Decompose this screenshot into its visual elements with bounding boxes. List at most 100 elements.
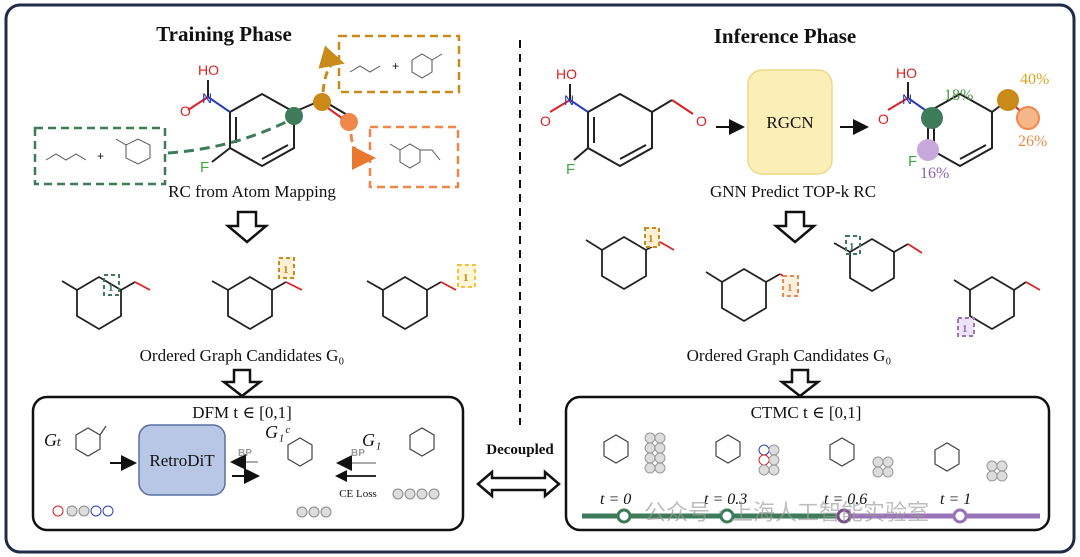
timeline-node-t06 [836,508,852,524]
green-link [167,118,291,155]
ctmc-t1: t = 1 [940,491,971,508]
gt-label: Gₜ [44,430,62,450]
training-ho-label: HO [198,62,219,78]
inference-input-molecule [549,84,694,168]
training-down-arrow-2 [220,368,264,398]
ctmc-label: CTMC t ∈ [0,1] [751,403,862,422]
rgcn-label: RGCN [766,113,813,132]
ctmc-node-grid-t03 [758,444,780,476]
gold-plus: + [392,59,399,73]
pct-orange: 26% [1018,133,1047,150]
inf-candidate-4-box [957,317,975,337]
training-candidate-2 [211,275,303,331]
inference-n-label: N [564,92,574,108]
rc-prob-green [921,107,943,129]
training-candidates-label: Ordered Graph Candidates G₀ [140,346,345,365]
gnn-label: GNN Predict TOP-k RC [710,182,876,201]
ctmc-t0: t = 0 [600,491,631,508]
ctmc-t06: t = 0.6 [824,491,867,508]
green-reactant-sketch [45,138,151,165]
retrodit-label: RetroDiT [149,451,215,470]
inference-out-ho-label: HO [896,65,917,81]
rc-prob-purple [917,139,939,161]
inference-down-arrow-1 [772,210,818,244]
inference-candidate-1 [585,235,675,291]
candidate-2-rank: 1 [283,264,289,276]
candidate-3-rank: 1 [463,272,469,284]
rc-gold-atom [313,93,331,111]
ctmc-t03: t = 0.3 [704,491,747,508]
g1theta-node-row [296,506,332,518]
training-n-label: N [202,90,212,106]
gold-reactant-sketch [349,53,443,79]
pct-green: 18% [944,87,973,104]
training-f-label: F [200,159,209,176]
ce-loss-label: CE Loss [339,488,377,500]
watermark-text: 公众号 · 上海人工智能实验室 [644,501,929,526]
ctmc-node-grid-t06 [872,456,894,478]
orange-reactant-sketch [389,143,441,169]
inference-candidate-2 [705,267,796,323]
dfm-label: DFM t ∈ [0,1] [192,403,291,422]
pct-purple: 16% [920,165,949,182]
bp-label-1: BP [238,448,252,459]
decoupled-arrow [476,469,561,499]
inference-out-n-label: N [902,91,912,107]
inference-out-f-label: F [908,153,917,170]
candidate-3-box [457,264,476,288]
inference-f-label: F [566,161,575,178]
retrodit-block [138,424,226,496]
training-down-arrow-1 [224,210,270,244]
ctmc-node-grid-t1 [986,460,1008,482]
inf-candidate-2-rank: 1 [787,282,793,294]
g1-node-row [392,488,440,500]
inference-candidate-3 [833,237,923,293]
inference-o2-label: O [696,113,707,129]
inf-candidate-1-box [644,227,660,248]
rc-label: RC from Atom Mapping [168,182,336,201]
ctmc-molecule-sketches [603,434,960,472]
ctmc-box [564,395,1051,532]
inference-candidate-4 [953,275,1041,331]
training-o-label: O [180,103,191,119]
g1theta-molecule-sketch [287,437,313,467]
g1-label: G₁ [362,430,381,450]
candidate-1-rank: 1 [108,282,114,294]
training-candidate-1 [61,275,151,331]
gold-link [318,45,345,93]
decoupled-label: Decoupled [486,442,554,458]
training-main-molecule [187,80,350,168]
pct-gold: 40% [1020,71,1049,88]
inference-ho-label: HO [556,66,577,82]
inf-candidate-1-rank: 1 [648,233,654,245]
outer-frame [4,3,1076,554]
inf-candidate-3-rank: 1 [849,241,855,253]
candidate-2-box [278,257,295,279]
rc-prob-gold [997,89,1019,111]
green-reactant-box [33,126,167,186]
inf-candidate-4-rank: 1 [962,323,968,335]
inference-candidates-label: Ordered Graph Candidates G₀ [687,346,892,365]
g1theta-label: G₁ᶜ [265,422,290,442]
orange-link [349,133,376,170]
inference-down-arrow-2 [778,368,822,398]
ctmc-node-grid-t0 [644,432,666,474]
inference-title: Inference Phase [714,24,857,48]
rgcn-block [747,69,833,175]
inference-o-label: O [540,113,551,129]
gt-node-row [52,505,114,517]
timeline-node-t1 [952,508,968,524]
inf-candidate-3-box [845,235,861,255]
training-title: Training Phase [156,22,292,46]
g1-molecule-sketch [409,427,435,457]
timeline-node-t0 [616,508,632,524]
inference-out-o-label: O [878,111,889,127]
inf-candidate-2-box [782,275,799,297]
rc-green-atom [285,107,303,125]
rc-orange-atom [340,113,358,131]
candidate-1-box [103,274,120,296]
timeline-node-t03 [719,508,735,524]
green-plus: + [97,149,104,163]
